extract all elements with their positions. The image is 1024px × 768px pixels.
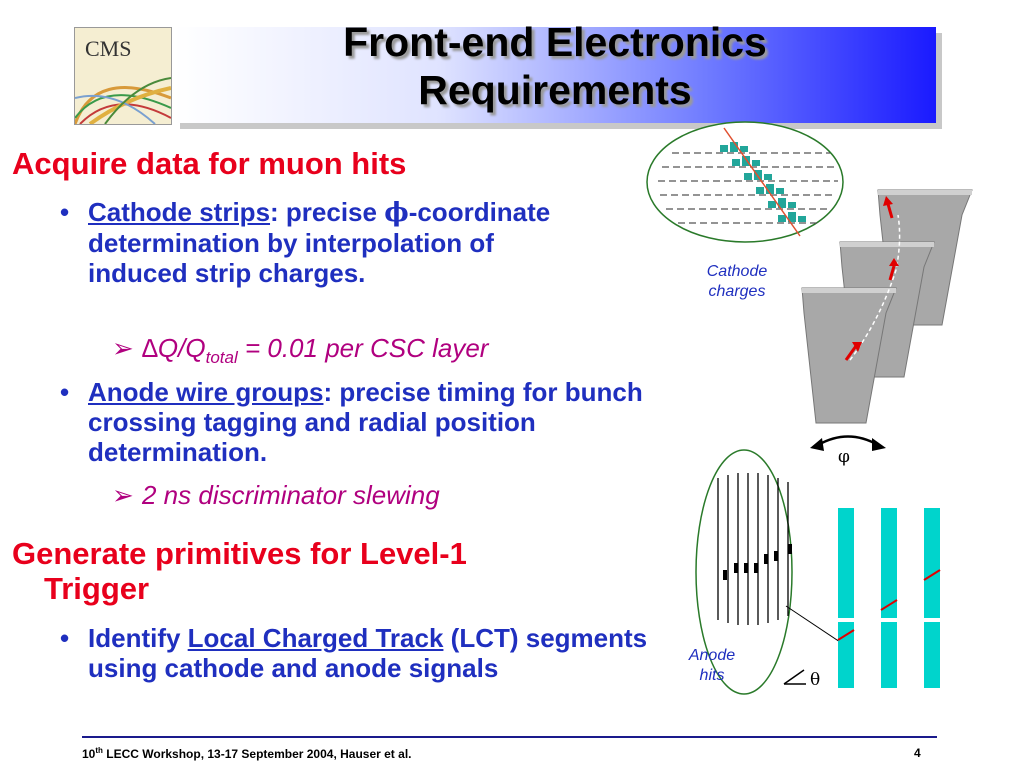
cathode-strips-link: Cathode strips xyxy=(88,197,271,227)
q-text: Q/Q xyxy=(157,333,206,363)
cathode-zoom-ellipse xyxy=(646,121,844,243)
anode-hits-label: Anode hits xyxy=(688,647,736,684)
cathode-text-2: -coordinate determination by interpolati… xyxy=(88,197,551,288)
phi-label: φ xyxy=(838,447,850,467)
anode-pointer xyxy=(785,605,841,643)
footer-text: 10th LECC Workshop, 13-17 September 2004… xyxy=(82,746,412,761)
title-line-1: Front-end Electronics xyxy=(343,19,767,65)
heading-acquire: Acquire data for muon hits xyxy=(12,146,407,181)
bullet-anode: • Anode wire groups: precise timing for … xyxy=(60,377,658,467)
total-subscript: total xyxy=(205,348,238,368)
page-number: 4 xyxy=(914,746,921,760)
track-line xyxy=(723,127,801,237)
identify-pre: Identify xyxy=(88,623,188,653)
hit-arrows xyxy=(844,196,899,361)
generate-line-2: Trigger xyxy=(44,571,150,606)
bullet-dot: • xyxy=(60,623,70,653)
footer-rule xyxy=(82,736,937,738)
cms-logo: CMS xyxy=(74,27,172,125)
resolution-text: = 0.01 per CSC layer xyxy=(237,333,489,363)
title-line-2: Requirements xyxy=(418,67,692,113)
slewing-text: 2 ns discriminator slewing xyxy=(142,480,440,510)
anode-wire-planes xyxy=(838,508,940,688)
angle-icon xyxy=(783,669,806,685)
arrow-bullet-icon: ➢ xyxy=(112,480,134,510)
bullet-cathode: • Cathode strips: precise ϕ-coordinate d… xyxy=(60,197,588,288)
theta-label: θ xyxy=(810,670,821,690)
bullet-identify: • Identify Local Charged Track (LCT) seg… xyxy=(60,623,678,683)
arrow-bullet-icon: ➢ xyxy=(112,333,134,363)
delta-symbol: ∆ xyxy=(142,333,158,363)
cathode-text-1: : precise xyxy=(270,197,385,227)
phi-symbol: ϕ xyxy=(384,198,409,228)
sub-anode-slewing: ➢ 2 ns discriminator slewing xyxy=(112,480,440,510)
csc-figure xyxy=(646,121,973,695)
logo-text: CMS xyxy=(85,36,132,61)
heading-generate: Generate primitives for Level-1 Trigger xyxy=(12,536,467,606)
anode-hit-segments xyxy=(837,569,941,641)
identify-rest: (LCT) segments using cathode and anode s… xyxy=(88,623,648,683)
cms-logo-art xyxy=(75,28,171,124)
cathode-charge-blocks xyxy=(720,142,806,222)
bullet-dot: • xyxy=(60,197,70,227)
anode-hit-marks xyxy=(723,544,792,580)
page-title: Front-end Electronics Requirements xyxy=(200,18,910,114)
lct-link: Local Charged Track xyxy=(187,623,444,653)
title-banner xyxy=(174,27,936,123)
cathode-strip-lines xyxy=(658,152,838,224)
phi-rotation-arrow xyxy=(810,435,886,451)
anode-text: : precise timing for bunch crossing tagg… xyxy=(88,377,643,467)
anode-wires xyxy=(717,473,789,625)
cathode-charges-label: Cathode charges xyxy=(706,263,768,300)
anode-wire-groups-link: Anode wire groups xyxy=(88,377,324,407)
sub-cathode-resolution: ➢ ∆Q/Qtotal = 0.01 per CSC layer xyxy=(112,333,489,373)
bullet-dot: • xyxy=(60,377,70,407)
csc-chambers xyxy=(801,189,973,424)
generate-line-1: Generate primitives for Level-1 xyxy=(12,536,467,571)
